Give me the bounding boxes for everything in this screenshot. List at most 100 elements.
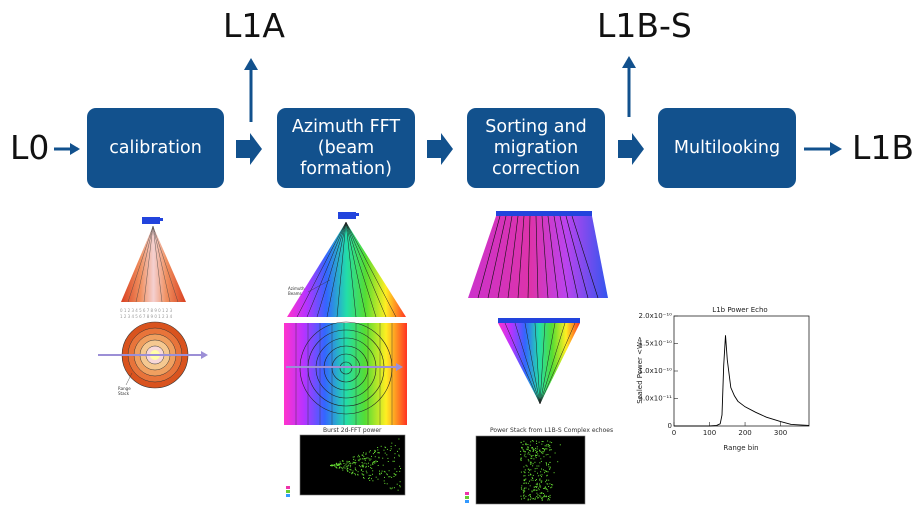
burst-point	[374, 450, 376, 452]
stack-point	[520, 460, 522, 461]
stack-point	[546, 463, 547, 465]
stack-point	[530, 455, 532, 457]
stack-point	[541, 441, 543, 442]
stack-point	[529, 469, 530, 471]
stack-point	[534, 498, 536, 500]
stack-point	[535, 455, 537, 456]
stack-point	[543, 493, 544, 494]
stack-point	[541, 468, 542, 470]
x-tick-label: 100	[703, 429, 716, 437]
stack-point	[547, 498, 549, 499]
stack-point	[537, 487, 539, 489]
stack-point	[545, 481, 547, 483]
burst-point	[368, 462, 369, 464]
stack-point	[525, 495, 527, 497]
burst-point	[363, 474, 365, 476]
burst-point	[365, 470, 367, 472]
stack-point	[539, 495, 541, 497]
burst-point	[344, 465, 346, 467]
label-l0: L0	[10, 128, 50, 167]
burst-point	[386, 473, 388, 475]
stack-point	[520, 487, 522, 489]
stack-point	[540, 481, 542, 483]
stack-point	[547, 445, 549, 447]
burst-point	[369, 459, 371, 461]
burst-point	[400, 468, 401, 469]
stack-point	[528, 471, 530, 473]
stack-point	[527, 453, 529, 455]
stack-point	[546, 448, 548, 450]
flow-arrows	[54, 56, 842, 165]
burst-point	[362, 466, 364, 468]
burst-point	[338, 463, 340, 465]
burst-point	[339, 466, 341, 468]
stack-point	[534, 489, 536, 491]
burst-point	[359, 458, 361, 460]
stack-point	[520, 457, 522, 459]
burst-point	[364, 458, 366, 460]
burst-point	[342, 467, 344, 469]
step-azimuth-fft: Azimuth FFT (beam formation)	[277, 108, 415, 188]
burst-point	[361, 462, 363, 463]
burst-point	[352, 461, 354, 463]
burst-point	[372, 480, 374, 482]
burst-point	[364, 462, 366, 464]
burst-point	[345, 463, 347, 465]
burst-point	[391, 476, 393, 478]
burst-point	[337, 464, 339, 466]
stack-point	[538, 465, 540, 467]
step-calibration-label: calibration	[109, 137, 202, 158]
stack-point	[527, 499, 529, 501]
stack-point	[545, 488, 547, 490]
stack-point	[540, 492, 542, 494]
stack-point	[546, 474, 548, 476]
stack-point	[523, 450, 525, 452]
stack-point	[543, 495, 545, 497]
stack-point	[532, 463, 534, 465]
stack-point	[540, 471, 542, 473]
stack-point	[531, 476, 533, 478]
stack-point	[529, 462, 531, 464]
stack-point	[533, 490, 535, 492]
burst-point	[339, 463, 341, 465]
stack-point	[540, 486, 542, 488]
svg-text:Stack: Stack	[118, 391, 130, 396]
stack-point	[540, 460, 542, 462]
burst-point	[368, 465, 369, 467]
stack-point	[546, 479, 548, 481]
burst-point	[342, 469, 344, 471]
burst-point	[352, 472, 354, 474]
stack-point	[532, 440, 534, 442]
burst-point	[383, 449, 385, 451]
stack-point	[533, 498, 535, 500]
label-l1bs: L1B-S	[597, 6, 692, 45]
stack-point	[520, 441, 522, 443]
stack-point	[527, 449, 529, 451]
stack-point	[545, 462, 547, 464]
stack-point	[531, 490, 533, 492]
stack-point	[525, 482, 527, 484]
stack-point	[541, 452, 542, 454]
stack-point	[535, 483, 537, 485]
stack-point	[520, 450, 522, 452]
burst-point	[334, 464, 336, 466]
stack-point	[549, 499, 551, 501]
burst-point	[346, 462, 348, 464]
stack-point	[535, 457, 537, 459]
y-tick-label: 1.5x10⁻¹⁰	[639, 340, 673, 348]
stack-point	[530, 441, 532, 443]
stack-point	[539, 492, 541, 494]
stack-point	[531, 447, 532, 449]
burst-point	[365, 452, 367, 454]
label-l1a: L1A	[223, 6, 285, 45]
burst-point	[396, 483, 398, 485]
stack-point	[524, 472, 526, 474]
burst-point	[363, 458, 365, 460]
burst-point	[365, 466, 367, 468]
stack-point	[532, 455, 534, 456]
stack-point	[541, 492, 543, 494]
stack-point	[530, 450, 531, 452]
burst-point	[395, 474, 397, 475]
burst-point	[361, 469, 363, 471]
burst-point	[398, 438, 400, 440]
